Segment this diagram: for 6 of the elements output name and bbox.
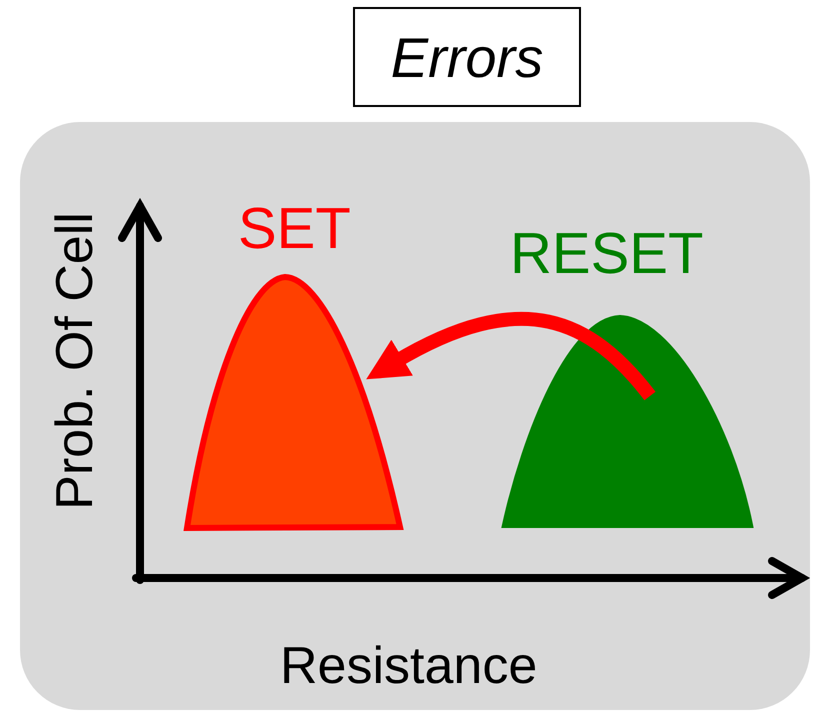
state-label: RESET	[510, 225, 704, 283]
state-label: SET	[238, 200, 351, 258]
y-axis-label: Prob. Of Cell	[49, 211, 101, 511]
chart-title: Errors	[353, 7, 581, 107]
arrow	[366, 312, 656, 400]
x-axis-label: Resistance	[280, 640, 538, 692]
